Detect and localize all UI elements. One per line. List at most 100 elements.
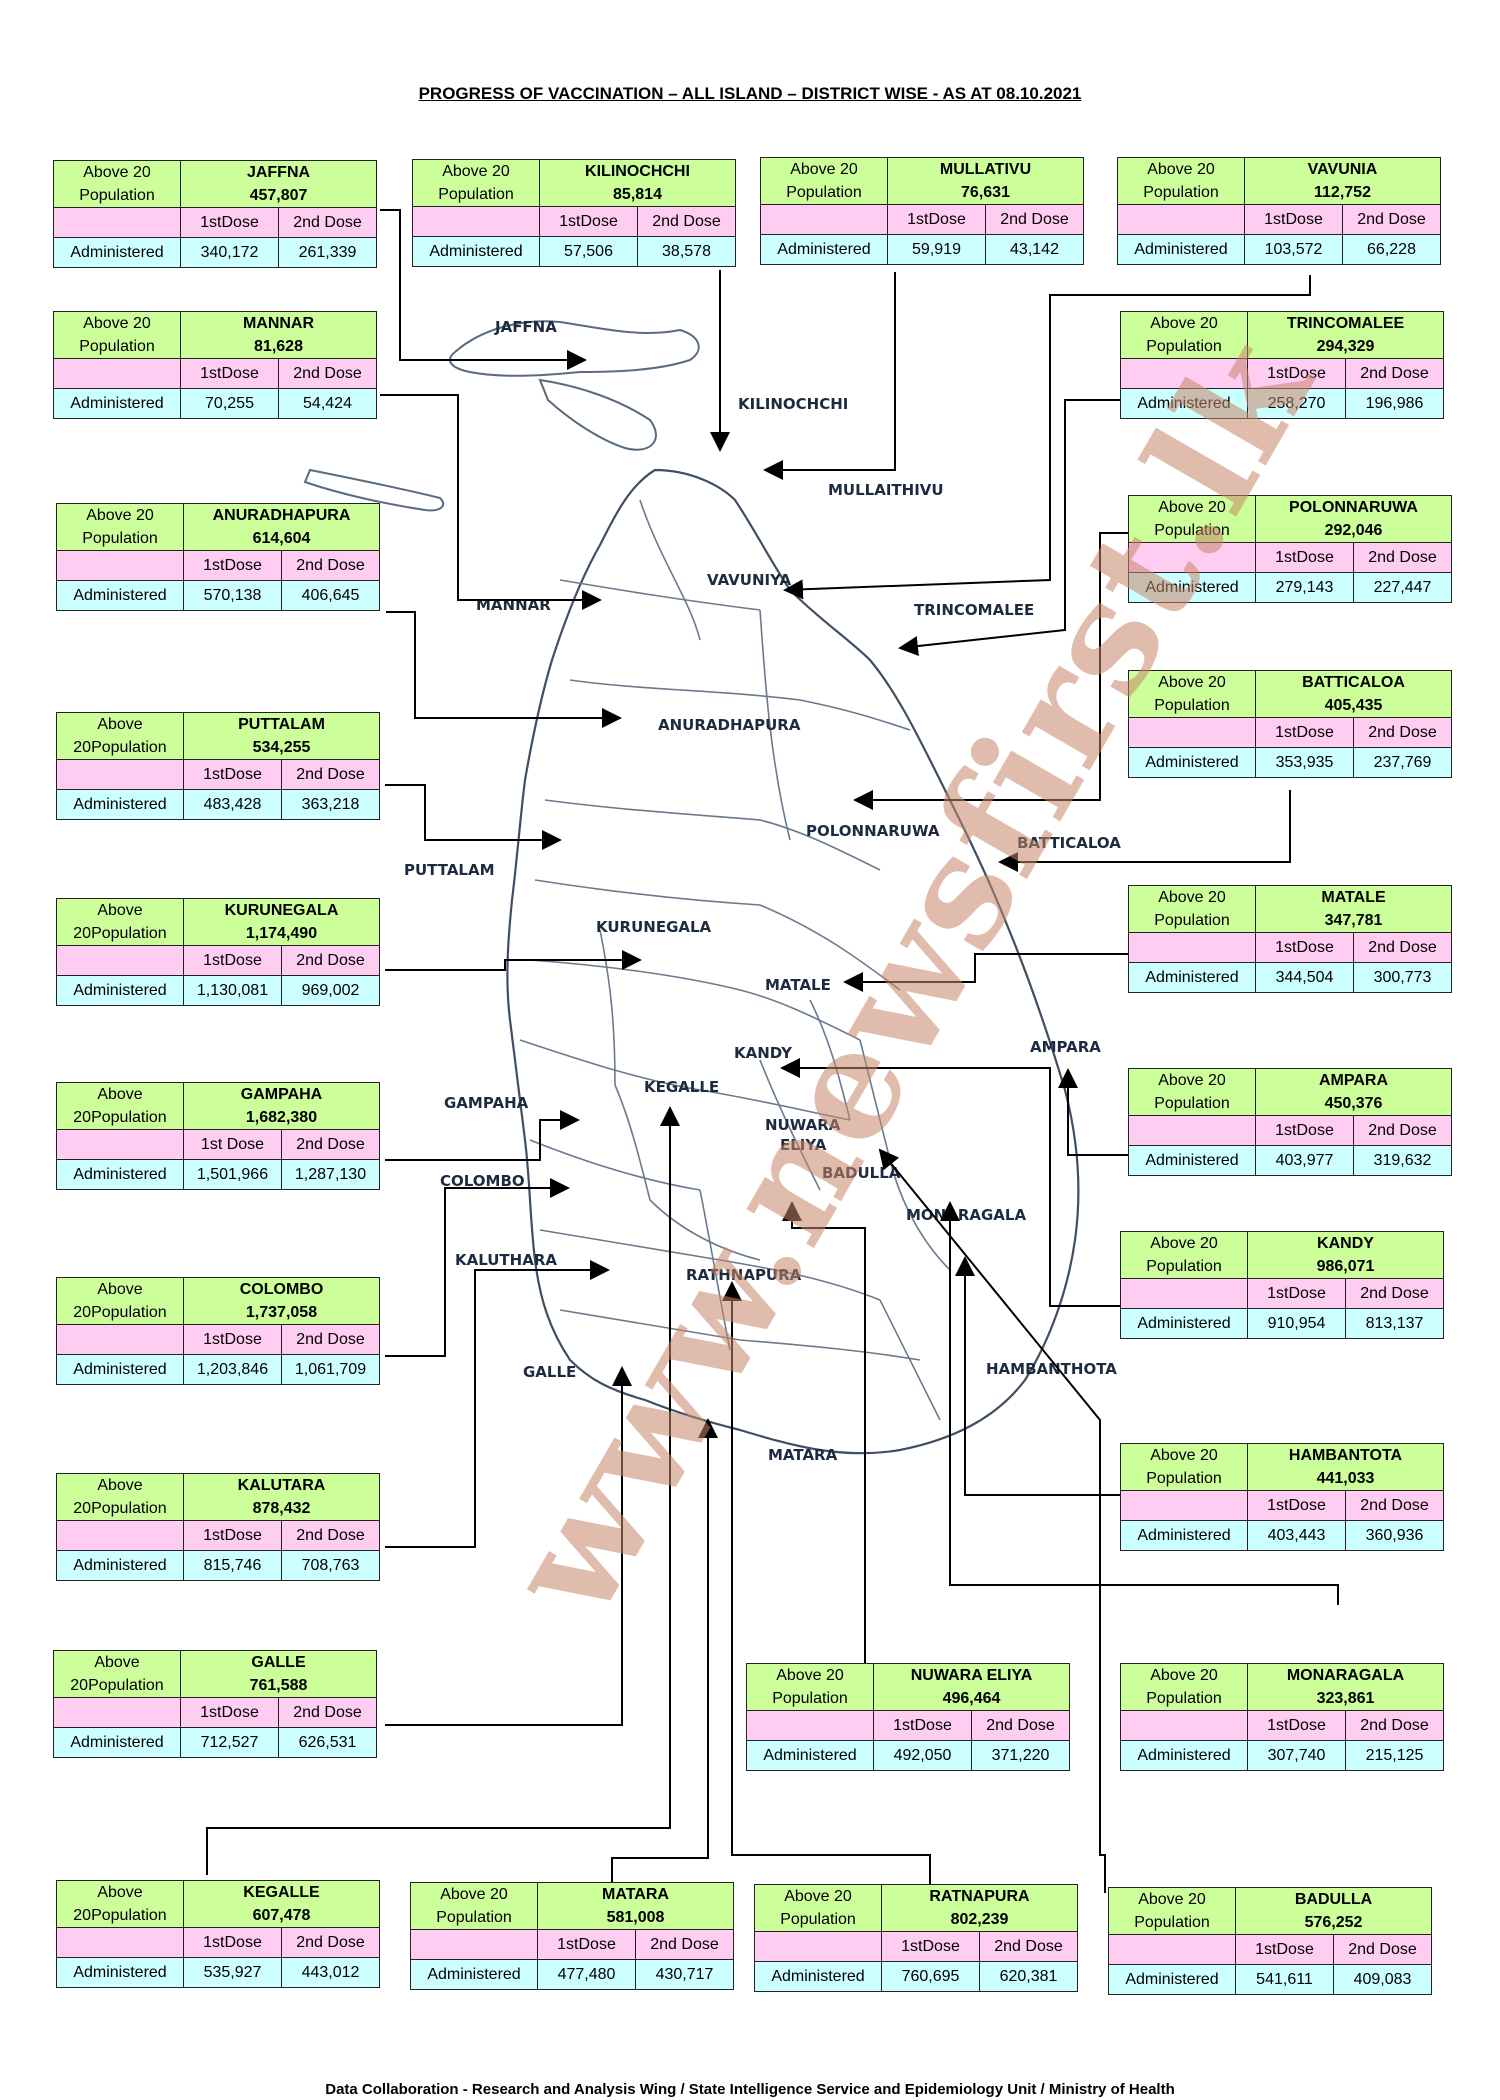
district-name: JAFFNA [246, 164, 311, 181]
first-dose-label: 1stDose [873, 1710, 972, 1741]
population-label: Above 20 Population [1128, 495, 1256, 543]
first-dose-value: 477,480 [537, 1959, 636, 1990]
second-dose-label: 2nd Dose [1345, 358, 1444, 389]
administered-label: Administered [760, 234, 888, 265]
map-label-kaluthara: KALUTHARA [455, 1251, 557, 1269]
administered-label: Administered [1117, 234, 1245, 265]
first-dose-value: 1,203,846 [183, 1354, 282, 1385]
first-dose-value: 307,740 [1247, 1740, 1346, 1771]
administered-label: Administered [1120, 1520, 1248, 1551]
map-label-anuradhapura: ANURADHAPURA [658, 716, 801, 734]
district-name: HAMBANTOTA [1288, 1447, 1403, 1464]
map-label-matale: MATALE [765, 976, 831, 994]
first-dose-label: 1stDose [183, 550, 282, 581]
second-dose-value: 1,061,709 [281, 1354, 380, 1385]
second-dose-label: 2nd Dose [1353, 717, 1452, 748]
district-population: 576,252 [1304, 1914, 1363, 1931]
first-dose-value: 103,572 [1244, 234, 1343, 265]
first-dose-value: 279,143 [1255, 572, 1354, 603]
dose-label-blank [56, 759, 184, 790]
second-dose-value: 227,447 [1353, 572, 1452, 603]
second-dose-label: 2nd Dose [1353, 932, 1452, 963]
first-dose-label: 1stDose [180, 207, 279, 238]
dose-label-blank [754, 1931, 882, 1962]
dose-label-blank [56, 550, 184, 581]
island-outline [506, 468, 1080, 1455]
second-dose-value: 38,578 [637, 236, 736, 267]
district-name: COLOMBO [239, 1281, 324, 1298]
map-label-nuwara: NUWARA [765, 1116, 841, 1134]
first-dose-label: 1st Dose [183, 1129, 282, 1160]
second-dose-label: 2nd Dose [1345, 1490, 1444, 1521]
second-dose-label: 2nd Dose [281, 1520, 380, 1551]
administered-label: Administered [746, 1740, 874, 1771]
map-label-vavuniya: VAVUNIYA [707, 571, 792, 589]
district-name: KALUTARA [237, 1477, 326, 1494]
district-population: 323,861 [1316, 1690, 1375, 1707]
district-population: 607,478 [252, 1907, 311, 1924]
second-dose-label: 2nd Dose [637, 206, 736, 237]
second-dose-label: 2nd Dose [1345, 1710, 1444, 1741]
second-dose-value: 261,339 [278, 237, 377, 268]
district-population: 534,255 [252, 739, 311, 756]
dose-label-blank [1120, 1490, 1248, 1521]
second-dose-label: 2nd Dose [281, 945, 380, 976]
dose-label-blank [1128, 717, 1256, 748]
second-dose-value: 969,002 [281, 975, 380, 1006]
administered-label: Administered [56, 580, 184, 611]
population-label: Above 20 Population [53, 160, 181, 208]
district-name: KURUNEGALA [224, 902, 339, 919]
district-name: KEGALLE [243, 1884, 320, 1901]
second-dose-value: 1,287,130 [281, 1159, 380, 1190]
district-population: 614,604 [252, 530, 311, 547]
population-label: Above 20 Population [1120, 1663, 1248, 1711]
administered-label: Administered [56, 1550, 184, 1581]
second-dose-label: 2nd Dose [1345, 1278, 1444, 1309]
administered-label: Administered [56, 1354, 184, 1385]
administered-label: Administered [56, 975, 184, 1006]
first-dose-label: 1stDose [539, 206, 638, 237]
second-dose-value: 430,717 [635, 1959, 734, 1990]
district-name: MATALE [1321, 889, 1386, 906]
district-population: 294,329 [1316, 338, 1375, 355]
first-dose-label: 1stDose [1235, 1934, 1334, 1965]
first-dose-value: 70,255 [180, 388, 279, 419]
district-name: POLONNARUWA [1289, 499, 1418, 516]
second-dose-label: 2nd Dose [281, 550, 380, 581]
district-name: TRINCOMALEE [1286, 315, 1405, 332]
administered-label: Administered [1128, 962, 1256, 993]
map-label-kandy: KANDY [734, 1044, 793, 1062]
first-dose-value: 353,935 [1255, 747, 1354, 778]
first-dose-label: 1stDose [1244, 204, 1343, 235]
second-dose-value: 620,381 [979, 1961, 1078, 1992]
district-population: 496,464 [942, 1690, 1001, 1707]
district-name: AMPARA [1318, 1072, 1389, 1089]
first-dose-label: 1stDose [881, 1931, 980, 1962]
first-dose-label: 1stDose [1247, 358, 1346, 389]
district-name: RATNAPURA [929, 1888, 1030, 1905]
district-population: 450,376 [1324, 1095, 1383, 1112]
second-dose-value: 813,137 [1345, 1308, 1444, 1339]
population-label: Above 20 Population [1120, 1231, 1248, 1279]
second-dose-value: 626,531 [278, 1727, 377, 1758]
population-label: Above 20 Population [53, 311, 181, 359]
district-population: 347,781 [1324, 912, 1383, 929]
population-label: Above 20 Population [1128, 885, 1256, 933]
